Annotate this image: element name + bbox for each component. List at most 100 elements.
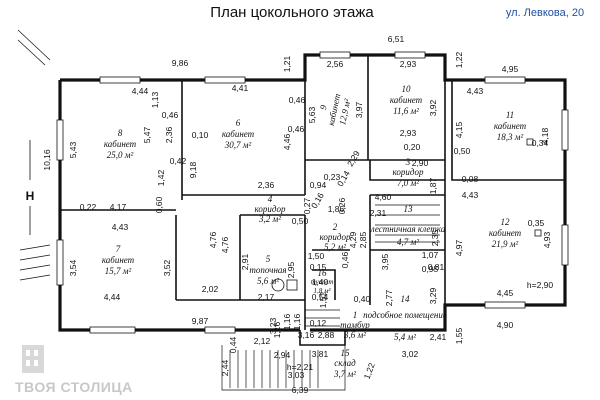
svg-text:4,41: 4,41 bbox=[232, 83, 249, 93]
svg-text:0,95: 0,95 bbox=[422, 264, 439, 274]
svg-text:0,46: 0,46 bbox=[340, 251, 350, 268]
svg-text:4,93: 4,93 bbox=[542, 231, 552, 248]
svg-text:4,44: 4,44 bbox=[132, 86, 149, 96]
svg-text:1,13: 1,13 bbox=[150, 91, 160, 108]
svg-text:3,81: 3,81 bbox=[312, 349, 329, 359]
svg-text:1,22: 1,22 bbox=[362, 361, 377, 380]
svg-text:1,55: 1,55 bbox=[454, 327, 464, 344]
svg-text:15,7 м²: 15,7 м² bbox=[105, 266, 132, 276]
svg-text:5,63: 5,63 bbox=[307, 106, 317, 123]
svg-text:2,17: 2,17 bbox=[258, 292, 275, 302]
svg-text:1,21: 1,21 bbox=[282, 55, 292, 72]
room-1-label: 1 тамбур 3,6 м² bbox=[340, 310, 370, 340]
room-12-label: 12 кабинет 21,9 м² bbox=[489, 217, 522, 249]
svg-text:7,0 м²: 7,0 м² bbox=[397, 178, 419, 188]
svg-text:4,17: 4,17 bbox=[110, 202, 127, 212]
svg-text:0,46: 0,46 bbox=[289, 95, 306, 105]
svg-text:2: 2 bbox=[333, 222, 338, 232]
room-9-label: 9 кабинет 12,9 м² bbox=[318, 92, 353, 126]
svg-text:21,9 м²: 21,9 м² bbox=[492, 239, 519, 249]
svg-text:6: 6 bbox=[236, 118, 241, 128]
room-8-label: 8 кабинет 25,0 м² bbox=[104, 128, 137, 160]
svg-text:0,20: 0,20 bbox=[404, 142, 421, 152]
svg-text:5,43: 5,43 bbox=[68, 141, 78, 158]
svg-text:10,16: 10,16 bbox=[42, 149, 52, 171]
svg-text:16: 16 bbox=[318, 268, 328, 278]
svg-text:11,6 м²: 11,6 м² bbox=[393, 106, 419, 116]
svg-text:топочная: топочная bbox=[249, 265, 286, 275]
entrance-stairs bbox=[17, 29, 440, 391]
svg-text:9,87: 9,87 bbox=[192, 316, 209, 326]
svg-text:9: 9 bbox=[318, 104, 329, 111]
room-5-label: 5 топочная 5,6 м² bbox=[249, 254, 286, 286]
svg-text:3,6 м²: 3,6 м² bbox=[343, 330, 366, 340]
svg-text:2,29: 2,29 bbox=[345, 149, 362, 169]
svg-text:2,36: 2,36 bbox=[258, 180, 275, 190]
svg-text:4,95: 4,95 bbox=[502, 64, 519, 74]
svg-text:0,50: 0,50 bbox=[292, 216, 309, 226]
svg-text:2,93: 2,93 bbox=[400, 128, 417, 138]
svg-text:1,16: 1,16 bbox=[272, 321, 282, 338]
svg-text:0,12: 0,12 bbox=[310, 318, 327, 328]
svg-text:1,52: 1,52 bbox=[318, 291, 328, 308]
svg-text:1,50: 1,50 bbox=[308, 251, 325, 261]
svg-text:4,18: 4,18 bbox=[540, 127, 550, 144]
svg-text:кабинет: кабинет bbox=[222, 129, 255, 139]
svg-text:подсобное помещение: подсобное помещение bbox=[363, 310, 447, 320]
svg-text:30,7 м²: 30,7 м² bbox=[224, 140, 252, 150]
svg-text:кабинет: кабинет bbox=[102, 255, 135, 265]
svg-text:0,35: 0,35 bbox=[528, 218, 545, 228]
boiler-icon bbox=[271, 278, 298, 292]
svg-text:2,41: 2,41 bbox=[430, 332, 447, 342]
svg-text:3,97: 3,97 bbox=[354, 101, 364, 118]
svg-text:коридор: коридор bbox=[255, 204, 286, 214]
svg-text:4,43: 4,43 bbox=[467, 86, 484, 96]
room-4-label: 4 коридор 3,2 м² bbox=[255, 194, 286, 224]
north-arrow-icon: Н bbox=[26, 140, 34, 235]
svg-text:4,76: 4,76 bbox=[208, 231, 218, 248]
svg-text:3: 3 bbox=[405, 157, 411, 167]
svg-text:1,87: 1,87 bbox=[428, 177, 438, 194]
svg-text:кабинет: кабинет bbox=[489, 228, 522, 238]
svg-text:5,2 м²: 5,2 м² bbox=[324, 242, 346, 252]
svg-text:0,34: 0,34 bbox=[532, 138, 549, 148]
svg-text:1,16: 1,16 bbox=[282, 313, 292, 330]
svg-text:0,27: 0,27 bbox=[302, 197, 312, 214]
svg-text:1,22: 1,22 bbox=[454, 51, 464, 68]
svg-text:0,23: 0,23 bbox=[324, 172, 341, 182]
address-label: ул. Левкова, 20 bbox=[506, 7, 584, 19]
svg-text:0,46: 0,46 bbox=[162, 110, 179, 120]
svg-text:3,95: 3,95 bbox=[380, 253, 390, 270]
svg-text:4,97: 4,97 bbox=[454, 239, 464, 256]
svg-text:склад: склад bbox=[334, 358, 356, 368]
svg-text:2,88: 2,88 bbox=[318, 330, 335, 340]
interior-walls bbox=[60, 55, 446, 330]
svg-text:2,36: 2,36 bbox=[164, 126, 174, 143]
svg-text:2,90: 2,90 bbox=[412, 158, 429, 168]
svg-text:4,90: 4,90 bbox=[497, 320, 514, 330]
svg-text:3,52: 3,52 bbox=[162, 259, 172, 276]
svg-text:4,60: 4,60 bbox=[375, 192, 392, 202]
svg-text:кабинет: кабинет bbox=[494, 121, 527, 131]
svg-text:3,29: 3,29 bbox=[428, 287, 438, 304]
svg-text:18,3 м²: 18,3 м² bbox=[497, 132, 524, 142]
watermark-logo: ТВОЯ СТОЛИЦА bbox=[15, 345, 132, 395]
svg-text:3,16: 3,16 bbox=[298, 330, 315, 340]
svg-text:5,6 м²: 5,6 м² bbox=[257, 276, 279, 286]
svg-text:0,94: 0,94 bbox=[310, 180, 327, 190]
room-3-label: 3 коридор 7,0 м² bbox=[393, 157, 424, 188]
svg-text:2,35: 2,35 bbox=[430, 229, 440, 246]
svg-text:туалет: туалет bbox=[311, 278, 334, 286]
svg-text:1,42: 1,42 bbox=[156, 169, 166, 186]
svg-text:2,12: 2,12 bbox=[254, 336, 271, 346]
svg-text:0,15: 0,15 bbox=[310, 262, 327, 272]
svg-text:13: 13 bbox=[404, 204, 414, 214]
svg-text:2,85: 2,85 bbox=[358, 231, 368, 248]
svg-text:9,18: 9,18 bbox=[188, 161, 198, 178]
svg-text:25,0 м²: 25,0 м² bbox=[107, 150, 134, 160]
svg-text:коридор: коридор bbox=[393, 167, 424, 177]
svg-text:4,44: 4,44 bbox=[104, 292, 121, 302]
svg-text:10: 10 bbox=[402, 84, 412, 94]
svg-text:14: 14 bbox=[401, 294, 411, 304]
svg-text:3,03: 3,03 bbox=[288, 370, 305, 380]
